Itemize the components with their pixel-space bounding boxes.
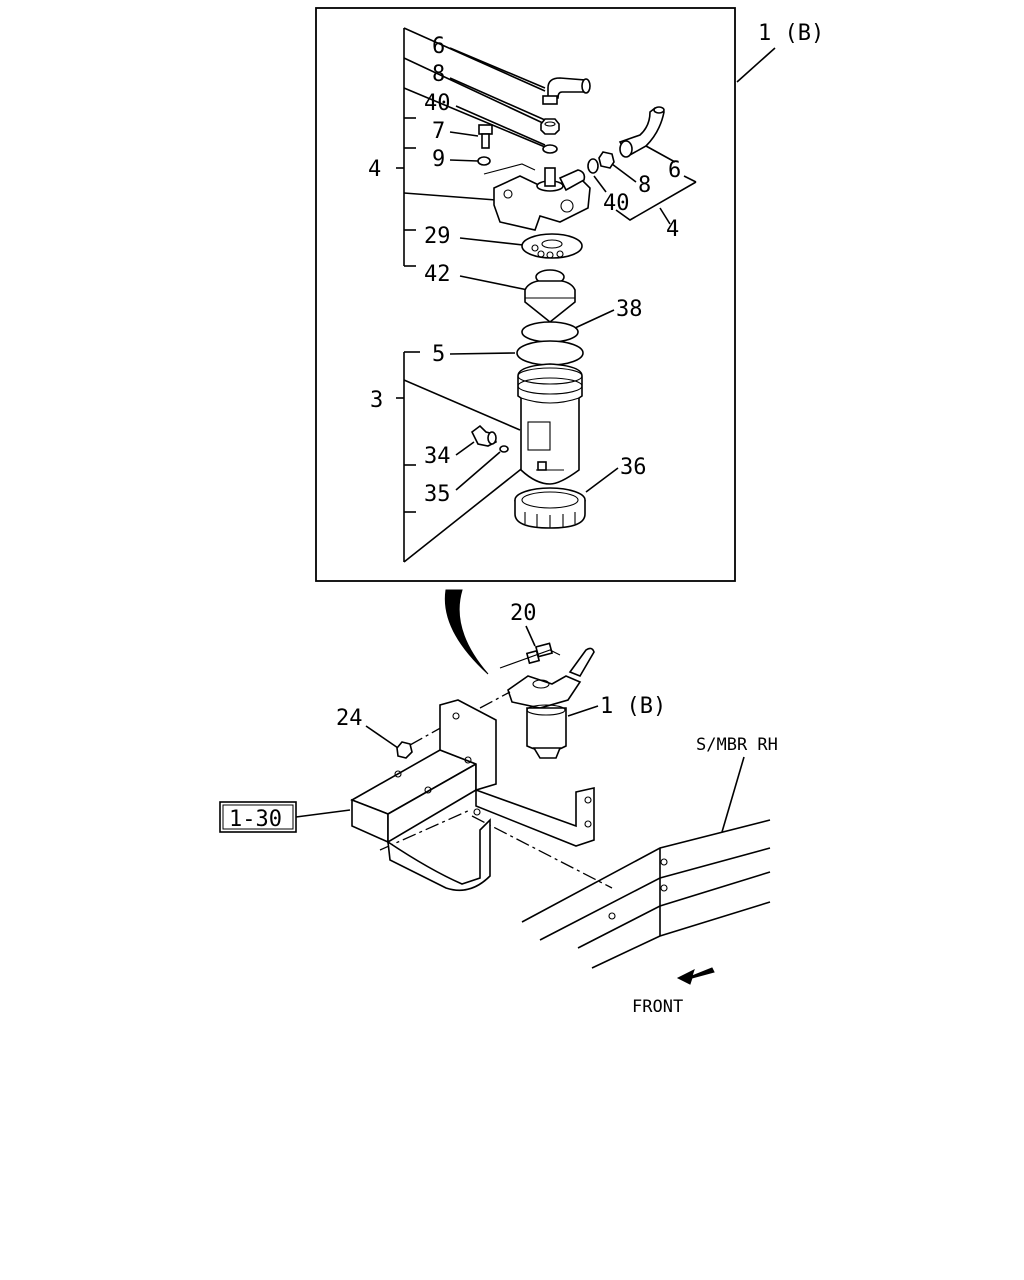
label-4-left: 4 bbox=[368, 157, 381, 182]
label-5: 5 bbox=[432, 342, 445, 367]
label-front: FRONT bbox=[632, 997, 683, 1017]
nut-part-24 bbox=[396, 741, 413, 759]
filter-head-part-4 bbox=[483, 163, 591, 231]
label-8: 8 bbox=[432, 62, 445, 87]
nut-part-8-right bbox=[598, 151, 615, 169]
bolt-part-7 bbox=[478, 124, 493, 149]
label-8-right: 8 bbox=[638, 173, 651, 198]
mounting-bracket bbox=[350, 699, 595, 892]
o-ring-part-38 bbox=[521, 321, 579, 343]
plate-part-29 bbox=[521, 233, 583, 259]
filter-bowl-part-3 bbox=[517, 363, 583, 485]
ring-nut-part-36 bbox=[514, 487, 586, 529]
label-frame: S/MBR RH bbox=[696, 735, 778, 755]
o-ring-part-35 bbox=[499, 445, 509, 453]
drain-plug-part-34 bbox=[470, 424, 497, 447]
label-1b-main: 1 (B) bbox=[600, 694, 666, 719]
elbow-hose-part-6 bbox=[542, 77, 591, 105]
inset-frame bbox=[315, 7, 736, 582]
label-34: 34 bbox=[424, 444, 451, 469]
label-29: 29 bbox=[424, 224, 451, 249]
o-ring-part-9 bbox=[477, 156, 491, 166]
label-38: 38 bbox=[616, 297, 643, 322]
label-6-right: 6 bbox=[668, 158, 681, 183]
nut-part-8 bbox=[540, 118, 560, 135]
label-40: 40 bbox=[424, 91, 451, 116]
label-20: 20 bbox=[510, 601, 537, 626]
label-24: 24 bbox=[336, 706, 363, 731]
fuel-filter-assembly-1b bbox=[507, 647, 595, 759]
inset-pointer-arrow bbox=[444, 589, 489, 675]
reference-box-inner bbox=[222, 804, 294, 830]
front-direction-arrow bbox=[676, 967, 715, 985]
label-35: 35 bbox=[424, 482, 451, 507]
label-42: 42 bbox=[424, 262, 451, 287]
label-6: 6 bbox=[432, 34, 445, 59]
seal-part-5 bbox=[516, 340, 584, 366]
label-3: 3 bbox=[370, 388, 383, 413]
side-member-frame bbox=[521, 819, 771, 969]
label-40-right: 40 bbox=[603, 191, 630, 216]
washer-part-40 bbox=[542, 144, 558, 154]
label-1b-inset: 1 (B) bbox=[758, 21, 824, 46]
label-7: 7 bbox=[432, 119, 445, 144]
bent-hose-part-6 bbox=[618, 106, 665, 158]
label-ref-1-30: 1-30 bbox=[229, 807, 282, 832]
label-9: 9 bbox=[432, 147, 445, 172]
washer-part-40-right bbox=[587, 158, 599, 174]
filter-element-part-42 bbox=[524, 269, 576, 324]
label-36: 36 bbox=[620, 455, 647, 480]
